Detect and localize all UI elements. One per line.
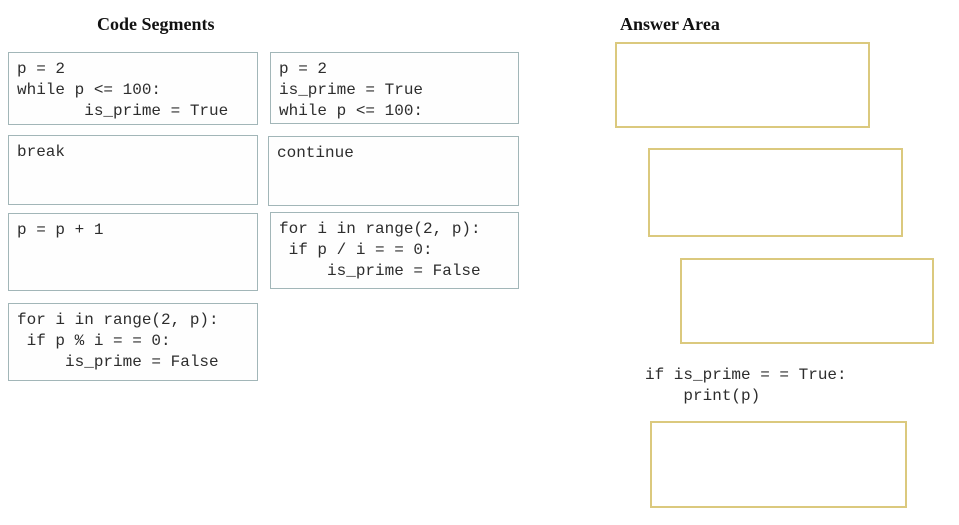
code-segment-text: p = 2 while p <= 100: is_prime = True	[17, 60, 229, 120]
code-segment-for-division[interactable]: for i in range(2, p): if p / i = = 0: is…	[270, 212, 519, 289]
answer-area-title: Answer Area	[620, 14, 720, 34]
code-segment-text: continue	[277, 144, 354, 162]
answer-slot-1[interactable]	[615, 42, 870, 128]
code-segment-continue[interactable]: continue	[268, 136, 519, 206]
answer-fixed-code: if is_prime = = True: print(p)	[645, 366, 847, 405]
answer-slot-3[interactable]	[680, 258, 934, 344]
code-segment-text: break	[17, 143, 66, 161]
code-segments-title: Code Segments	[97, 14, 215, 34]
code-segment-text: for i in range(2, p): if p % i = = 0: is…	[17, 311, 219, 371]
code-segment-text: for i in range(2, p): if p / i = = 0: is…	[279, 220, 481, 280]
code-segment-p2-isprime-while[interactable]: p = 2 is_prime = True while p <= 100:	[270, 52, 519, 124]
code-segment-increment[interactable]: p = p + 1	[8, 213, 258, 291]
code-segment-text: p = p + 1	[17, 221, 104, 239]
code-segment-break[interactable]: break	[8, 135, 258, 205]
answer-slot-2[interactable]	[648, 148, 903, 237]
code-segment-text: p = 2 is_prime = True while p <= 100:	[279, 60, 424, 120]
code-segment-p2-while-isprime[interactable]: p = 2 while p <= 100: is_prime = True	[8, 52, 258, 125]
answer-slot-4[interactable]	[650, 421, 907, 508]
code-segment-for-modulo[interactable]: for i in range(2, p): if p % i = = 0: is…	[8, 303, 258, 381]
